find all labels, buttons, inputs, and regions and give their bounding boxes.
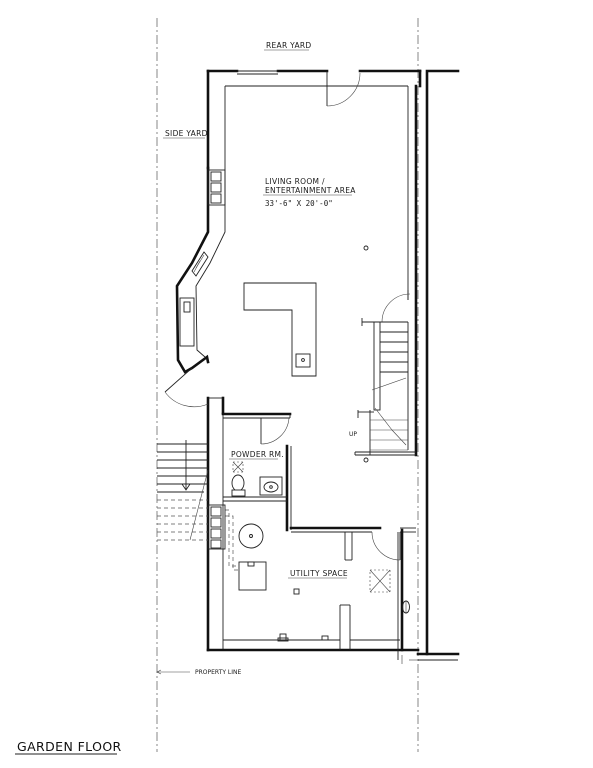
drawing-title: GARDEN FLOOR xyxy=(17,739,122,754)
side-wall-windows xyxy=(207,169,226,206)
sink xyxy=(259,476,283,496)
utility-space-label: UTILITY SPACE xyxy=(290,569,348,578)
living-room-label-line1: LIVING ROOM / xyxy=(265,177,325,186)
toilet xyxy=(231,474,246,497)
rear-yard-label: REAR YARD xyxy=(266,41,312,50)
powder-room-vent xyxy=(232,461,244,473)
neighbor-building xyxy=(416,69,460,661)
powder-room-door xyxy=(260,417,290,445)
powder-room-walls xyxy=(221,412,292,532)
side-yard-label: SIDE YARD xyxy=(165,129,208,138)
furnace xyxy=(238,561,267,591)
side-door xyxy=(164,367,209,408)
powder-room-label: POWDER RM. xyxy=(231,450,284,459)
column-point-2 xyxy=(363,457,369,463)
bottom-wall-fixtures xyxy=(277,633,329,642)
property-line-label: PROPERTY LINE xyxy=(195,669,241,676)
bay-window xyxy=(191,251,209,277)
kitchen-island xyxy=(243,282,317,377)
pipe-runs xyxy=(225,509,239,571)
stair-up-label: UP xyxy=(349,431,357,438)
column-point-1 xyxy=(363,245,369,251)
living-room-label-line2-text: ENTERTAINMENT AREA xyxy=(265,186,356,195)
living-room-dimensions: 33'-6" X 20'-0" xyxy=(265,199,333,208)
water-heater xyxy=(238,523,264,549)
rear-door xyxy=(326,71,361,107)
floor-drain-box xyxy=(369,569,391,593)
utility-walls xyxy=(289,526,416,660)
floor-drain xyxy=(293,588,300,595)
exterior-stair xyxy=(157,440,209,541)
property-line-leader xyxy=(156,669,190,675)
lower-side-windows xyxy=(207,504,226,550)
utility-door xyxy=(371,531,401,561)
bay-box xyxy=(179,297,195,347)
meter xyxy=(402,600,410,614)
stair-right xyxy=(354,290,416,456)
